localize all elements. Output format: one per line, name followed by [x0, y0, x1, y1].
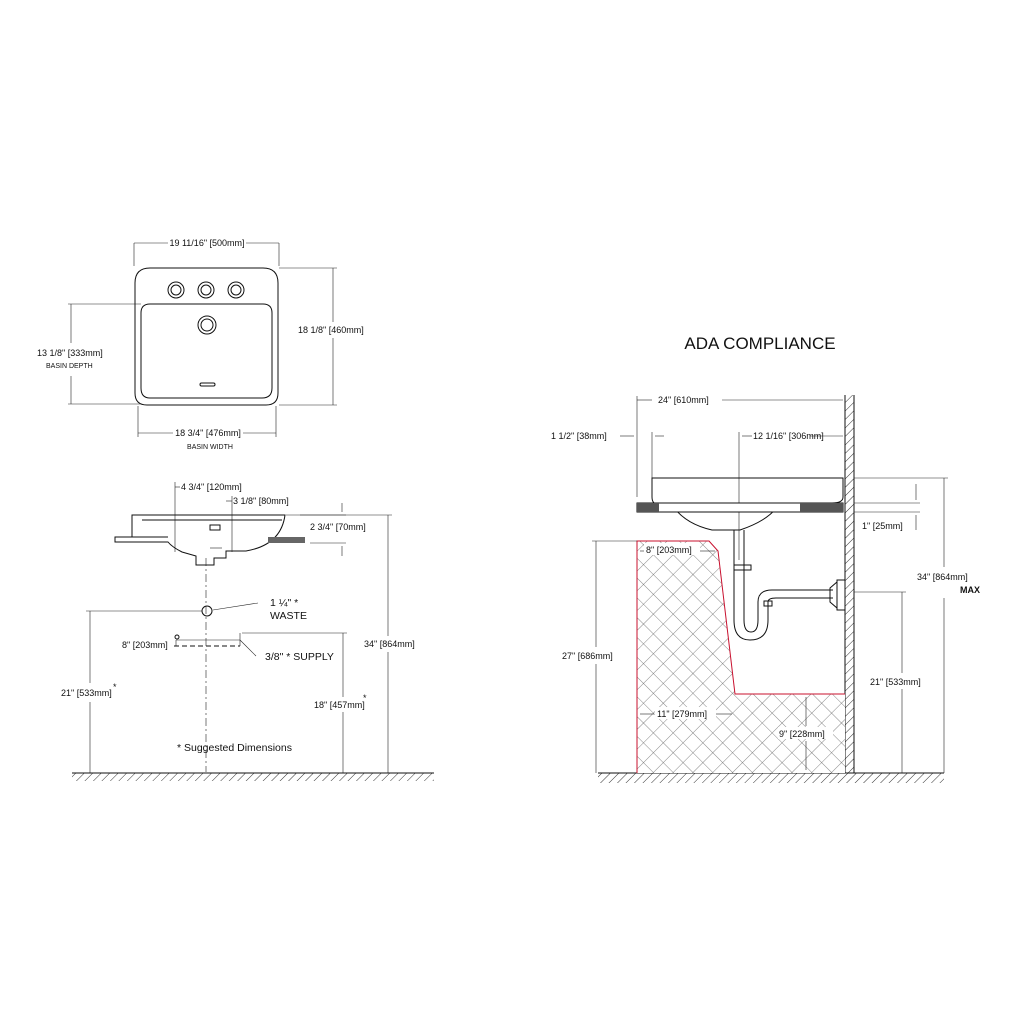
- top-basin-width-label: BASIN WIDTH: [187, 444, 233, 451]
- waste-label: WASTE: [270, 610, 307, 622]
- ada-view: ADA COMPLIANCE 24" [610mm] 1 1/2" [38mm]…: [551, 334, 980, 783]
- faucet-holes: [167, 281, 245, 299]
- top-view: 19 11/16" [500mm] 18 1/8" [460mm] 13 1/8…: [37, 238, 364, 451]
- side-deck-height-dim: 2 3/4" [70mm]: [310, 522, 366, 532]
- wall: [845, 395, 854, 776]
- ada-title: ADA COMPLIANCE: [684, 334, 835, 353]
- waste-size-label: 1 ¼" *: [270, 597, 298, 609]
- ada-counter-depth-dim: 24" [610mm]: [658, 395, 709, 405]
- side-waste-height-asterisk: *: [113, 682, 117, 692]
- top-basin-width-dim: 18 3/4" [476mm]: [175, 428, 241, 438]
- ada-trap-height-dim: 21" [533mm]: [870, 677, 921, 687]
- deck-slab: [268, 537, 305, 543]
- top-basin-depth-dim: 13 1/8" [333mm]: [37, 348, 103, 358]
- ada-knee-height-dim: 27" [686mm]: [562, 651, 613, 661]
- side-waste-height-dim: 21" [533mm]: [61, 688, 112, 698]
- waste-pipe-marker: [201, 605, 213, 617]
- side-supply-height-dim: 18" [457mm]: [314, 700, 365, 710]
- sink-outline-top: [134, 267, 279, 406]
- p-trap: [733, 530, 846, 641]
- drain-hole: [197, 315, 217, 335]
- ada-max-label: MAX: [960, 585, 980, 595]
- side-view: 4 3/4" [120mm] 3 1/8" [80mm] 2 3/4" [70m…: [61, 482, 434, 781]
- sink-profile-side: [114, 514, 286, 566]
- ada-front-offset-dim: 1 1/2" [38mm]: [551, 431, 607, 441]
- floor-left: [72, 773, 434, 781]
- ada-toe-depth-dim: 11" [279mm]: [657, 709, 707, 719]
- ada-knee-depth-dim: 8" [203mm]: [646, 545, 692, 555]
- side-supply-spacing-dim: 8" [203mm]: [122, 640, 168, 650]
- basin-outline-top: [140, 303, 273, 399]
- ada-drain-from-wall-dim: 12 1/16" [306mm]: [753, 431, 824, 441]
- top-overall-width-dim: 19 11/16" [500mm]: [169, 238, 244, 248]
- top-overall-depth-dim: 18 1/8" [460mm]: [298, 325, 364, 335]
- overflow-slot: [199, 382, 216, 387]
- suggested-dimensions-note: * Suggested Dimensions: [177, 742, 292, 754]
- side-deck-offset-dim: 3 1/8" [80mm]: [233, 496, 289, 506]
- side-rim-height-dim: 34" [864mm]: [364, 639, 415, 649]
- supply-label: 3/8" * SUPPLY: [265, 651, 334, 663]
- side-supply-height-asterisk: *: [363, 693, 367, 703]
- ada-max-height-dim: 34" [864mm]: [917, 572, 968, 582]
- ada-toe-height-dim: 9" [228mm]: [779, 729, 825, 739]
- floor-right: [598, 773, 944, 783]
- ada-counter-thickness-dim: 1" [25mm]: [862, 521, 903, 531]
- top-basin-depth-label: BASIN DEPTH: [46, 363, 93, 370]
- side-drain-offset-dim: 4 3/4" [120mm]: [181, 482, 242, 492]
